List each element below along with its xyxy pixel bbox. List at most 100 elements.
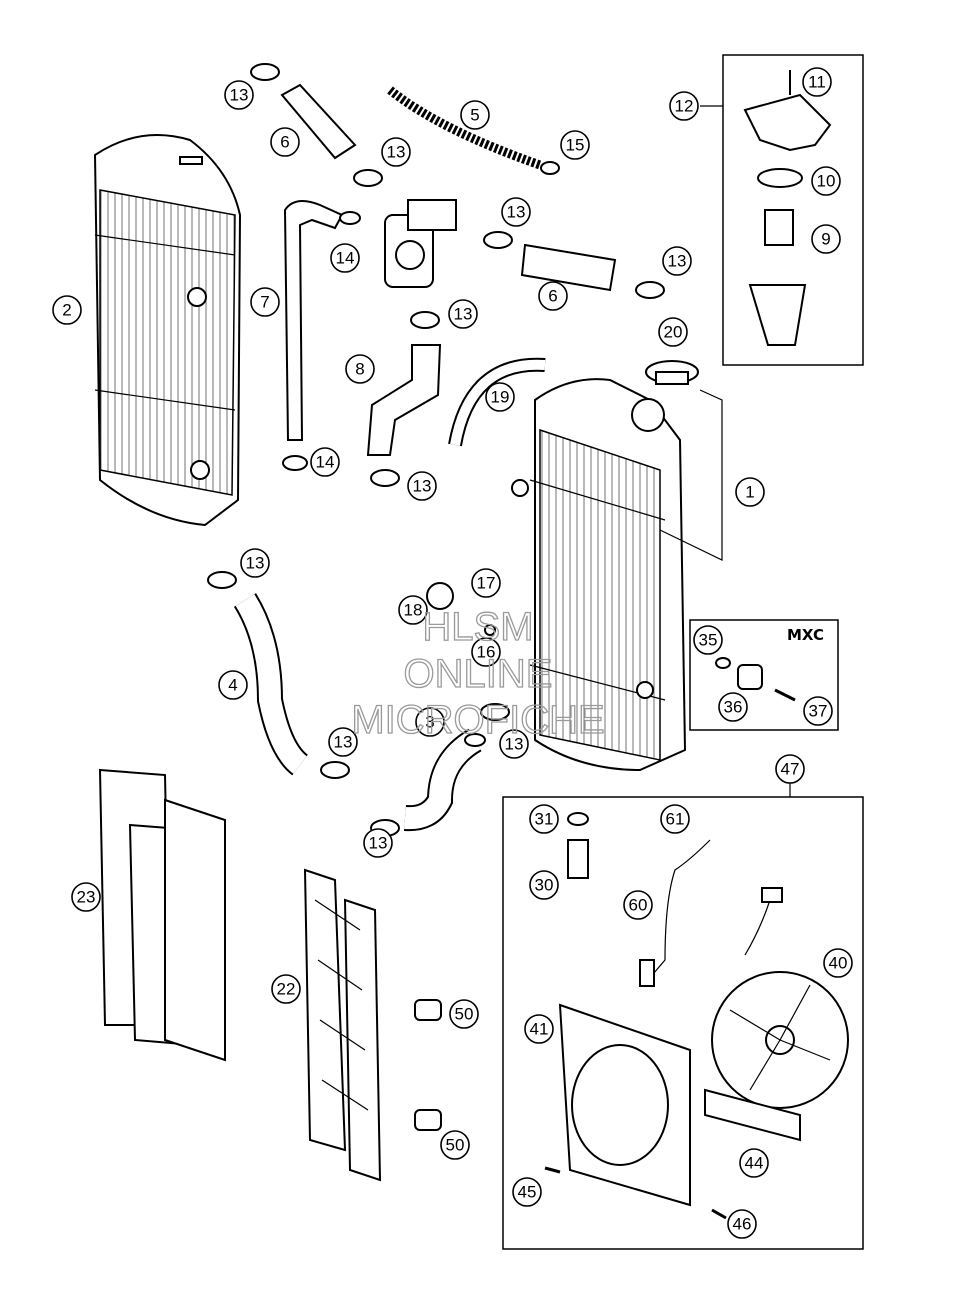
svg-text:60: 60 — [629, 896, 648, 915]
left-radiator — [93, 134, 242, 527]
callout-13-h: 13 — [328, 727, 358, 757]
callout-14-a: 14 — [330, 243, 360, 273]
callout-11: 11 — [802, 67, 832, 97]
callout-13-f: 13 — [407, 471, 437, 501]
radiator-guard-22 — [303, 868, 382, 1182]
callout-10: 10 — [811, 166, 841, 196]
svg-text:13: 13 — [230, 86, 249, 105]
callout-18: 18 — [398, 595, 428, 625]
callout-50-a: 50 — [449, 999, 479, 1029]
svg-text:13: 13 — [413, 477, 432, 496]
callout-17: 17 — [471, 568, 501, 598]
callout-3: 3 — [415, 707, 445, 737]
callout-6-upper: 6 — [270, 127, 300, 157]
svg-text:40: 40 — [829, 954, 848, 973]
callout-13-c: 13 — [501, 197, 531, 227]
svg-text:18: 18 — [404, 601, 423, 620]
callout-19: 19 — [485, 382, 515, 412]
callout-4: 4 — [218, 670, 248, 700]
watermark: HLSM ONLINE MICROFICHE — [351, 604, 606, 742]
fan-kit-box — [502, 783, 864, 1250]
svg-text:20: 20 — [664, 323, 683, 342]
callout-13-j: 13 — [499, 729, 529, 759]
svg-text:44: 44 — [745, 1154, 764, 1173]
svg-text:37: 37 — [809, 702, 828, 721]
svg-text:46: 46 — [733, 1215, 752, 1234]
svg-text:14: 14 — [316, 453, 335, 472]
svg-text:4: 4 — [228, 676, 237, 695]
svg-text:12: 12 — [675, 97, 694, 116]
svg-text:14: 14 — [336, 249, 355, 268]
radiator-guard-23 — [98, 768, 226, 1062]
svg-text:6: 6 — [280, 133, 289, 152]
watermark-line-1: HLSM — [422, 605, 533, 649]
callout-30: 30 — [529, 870, 559, 900]
callout-5: 5 — [460, 100, 490, 130]
callout-12: 12 — [669, 91, 699, 121]
svg-text:36: 36 — [724, 698, 743, 717]
callout-31: 31 — [529, 804, 559, 834]
svg-text:50: 50 — [446, 1136, 465, 1155]
callout-36: 36 — [718, 692, 748, 722]
callout-37: 37 — [803, 696, 833, 726]
callout-20: 20 — [658, 317, 688, 347]
callout-14-b: 14 — [310, 447, 340, 477]
callout-9: 9 — [811, 224, 841, 254]
svg-text:45: 45 — [518, 1183, 537, 1202]
water-pump — [384, 199, 457, 288]
svg-text:61: 61 — [666, 810, 685, 829]
svg-text:17: 17 — [477, 574, 496, 593]
hose-8 — [366, 344, 442, 456]
callout-22: 22 — [271, 974, 301, 1004]
svg-text:13: 13 — [387, 143, 406, 162]
svg-text:3: 3 — [425, 713, 434, 732]
callout-6-right: 6 — [538, 281, 568, 311]
watermark-line-3: MICROFICHE — [351, 698, 604, 742]
svg-text:1: 1 — [745, 483, 754, 502]
callout-13-a: 13 — [224, 80, 254, 110]
svg-text:13: 13 — [505, 735, 524, 754]
svg-text:5: 5 — [470, 106, 479, 125]
svg-text:6: 6 — [548, 287, 557, 306]
callout-46: 46 — [727, 1209, 757, 1239]
watermark-line-2: ONLINE — [404, 652, 553, 696]
svg-text:41: 41 — [530, 1020, 549, 1039]
hose-6-right — [520, 243, 617, 292]
callout-15: 15 — [560, 130, 590, 160]
svg-text:22: 22 — [277, 980, 296, 999]
radiator-cap — [645, 360, 699, 385]
callout-61: 61 — [660, 804, 690, 834]
callout-45: 45 — [512, 1177, 542, 1207]
svg-text:13: 13 — [369, 834, 388, 853]
svg-text:2: 2 — [62, 301, 71, 320]
svg-text:13: 13 — [507, 203, 526, 222]
hose-6-upper — [280, 83, 357, 160]
svg-text:35: 35 — [699, 631, 718, 650]
hose-clamps — [207, 63, 665, 837]
callout-60: 60 — [623, 890, 653, 920]
callout-16: 16 — [471, 637, 501, 667]
callout-47: 47 — [775, 754, 805, 784]
callout-44: 44 — [739, 1148, 769, 1178]
callout-23: 23 — [71, 882, 101, 912]
mxc-box: MXC — [689, 619, 839, 731]
mxc-label: MXC — [787, 626, 824, 644]
svg-text:13: 13 — [334, 733, 353, 752]
svg-text:50: 50 — [455, 1005, 474, 1024]
callout-13-i: 13 — [363, 828, 393, 858]
svg-text:13: 13 — [246, 554, 265, 573]
callout-13-d: 13 — [662, 246, 692, 276]
bolts-50 — [414, 999, 442, 1131]
svg-text:16: 16 — [477, 643, 496, 662]
callout-13-e: 13 — [448, 299, 478, 329]
callout-1: 1 — [735, 477, 765, 507]
svg-text:31: 31 — [535, 810, 554, 829]
callout-41: 41 — [524, 1014, 554, 1044]
svg-text:47: 47 — [781, 760, 800, 779]
svg-text:30: 30 — [535, 876, 554, 895]
callout-13-g: 13 — [240, 548, 270, 578]
callout-35: 35 — [693, 625, 723, 655]
svg-text:23: 23 — [77, 888, 96, 907]
hose-5-braided — [387, 86, 542, 170]
